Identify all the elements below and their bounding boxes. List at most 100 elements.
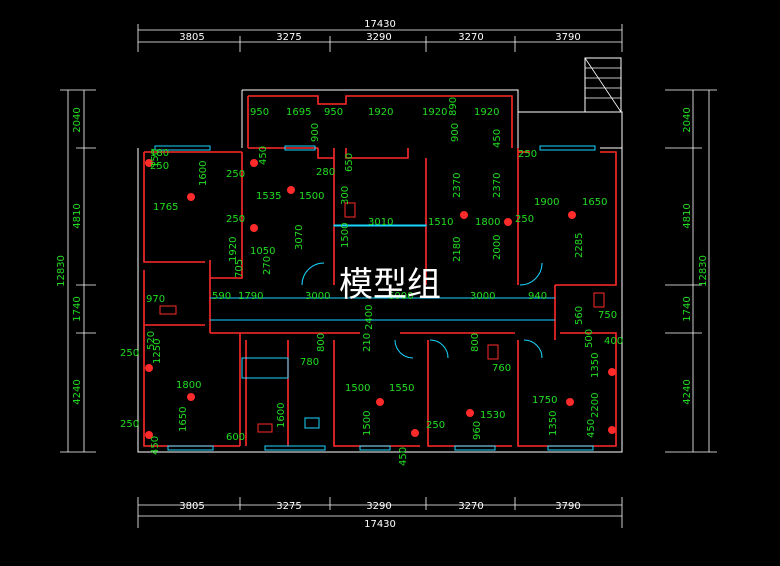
interior-dim: 1535 [256,191,281,202]
interior-dim: 1500 [345,383,370,394]
interior-dim: 970 [146,294,165,305]
light-marker [250,159,258,167]
light-marker [187,193,195,201]
interior-dim: 950 [324,107,343,118]
interior-dim: 2370 [452,173,463,198]
left-dim-4: 4240 [72,379,83,404]
light-marker [145,431,153,439]
left-dim-1: 2040 [72,107,83,132]
interior-dim: 250 [226,214,245,225]
light-marker [287,186,295,194]
interior-dim: 400 [604,336,623,347]
interior-dim: 1550 [389,383,414,394]
interior-dim: 1800 [176,380,201,391]
interior-dim: 3070 [294,225,305,250]
light-marker [145,159,153,167]
interior-dim: 705 [234,259,245,278]
interior-dim: 1920 [422,107,447,118]
interior-dim: 2285 [574,233,585,258]
interior-dim: 650 [344,153,355,172]
interior-dim: 250 [518,149,537,160]
light-marker [466,409,474,417]
light-marker [145,364,153,372]
interior-dim: 900 [450,123,461,142]
interior-dim: 760 [492,363,511,374]
interior-dim: 250 [120,348,139,359]
interior-dim: 940 [528,291,547,302]
interior-dim: 600 [226,432,245,443]
building-outline [137,57,623,453]
interior-dim: 950 [250,107,269,118]
interior-dim: 1250 [152,339,163,364]
watermark-text: 模型组 [339,265,441,305]
interior-dim: 1765 [153,202,178,213]
bottom-dim-2: 3275 [276,501,301,512]
bottom-dim-5: 3790 [555,501,580,512]
light-marker [566,398,574,406]
bottom-dim-4: 3270 [458,501,483,512]
interior-dim: 1510 [428,217,453,228]
interior-dim: 180 [150,148,169,159]
interior-dim: 1500 [340,223,351,248]
left-dimension-chain: 12830 2040 4810 1740 4240 [56,89,96,453]
interior-dim: 450 [492,129,503,148]
interior-dim: 250 [515,214,534,225]
interior-dim: 1920 [228,237,239,262]
bottom-total-dim: 17430 [364,519,396,530]
light-marker [608,426,616,434]
right-dim-3: 1740 [682,296,693,321]
interior-dim: 590 [212,291,231,302]
interior-dim: 150 [150,149,161,168]
interior-dim: 1790 [238,291,263,302]
interior-dim: 1500 [362,411,373,436]
top-dimension-chain: 17430 3805 3275 3290 3270 3790 [137,19,623,52]
interior-dim: 210 [362,333,373,352]
interior-dim: 780 [300,357,319,368]
light-marker [504,218,512,226]
interior-dim: 1695 [286,107,311,118]
interior-dim: 280 [316,167,335,178]
top-dim-2: 3275 [276,32,301,43]
interior-dim: 3010 [368,217,393,228]
interior-dim: 900 [310,123,321,142]
light-marker [460,211,468,219]
top-dim-3: 3290 [366,32,391,43]
windows-and-fixtures [154,145,605,451]
interior-dim: 450 [586,419,597,438]
interior-dim: 1650 [178,407,189,432]
top-dim-5: 3790 [555,32,580,43]
interior-dim: 1800 [475,217,500,228]
bottom-dim-3: 3290 [366,501,391,512]
interior-dim: 270 [262,256,273,275]
interior-dim: 1750 [532,395,557,406]
interior-dim: 960 [472,421,483,440]
interior-dim: 1350 [548,411,559,436]
interior-dim: 450 [258,146,269,165]
light-marker [376,398,384,406]
interior-dim: 1500 [299,191,324,202]
interior-dim: 800 [316,333,327,352]
bottom-dim-1: 3805 [179,501,204,512]
interior-dim: 1600 [198,161,209,186]
interior-dim: 450 [150,436,161,455]
interior-dim: 250 [226,169,245,180]
interior-dim: 560 [574,306,585,325]
interior-dim: 3000 [470,291,495,302]
interior-dim: 2400 [364,305,375,330]
top-dim-1: 3805 [179,32,204,43]
interior-dim: 2370 [492,173,503,198]
top-dim-4: 3270 [458,32,483,43]
interior-dim: 250 [426,420,445,431]
light-fixtures [145,159,616,439]
interior-dim: 300 [340,186,351,205]
bottom-dimension-chain: 3805 3275 3290 3270 3790 17430 [137,497,623,530]
interior-dim: 1900 [534,197,559,208]
left-total-dim: 12830 [56,255,67,287]
interior-dim: 1920 [368,107,393,118]
interior-dim: 1600 [276,403,287,428]
right-dim-1: 2040 [682,107,693,132]
right-dim-4: 4240 [682,379,693,404]
interior-dim: 890 [448,97,459,116]
left-dim-2: 4810 [72,203,83,228]
